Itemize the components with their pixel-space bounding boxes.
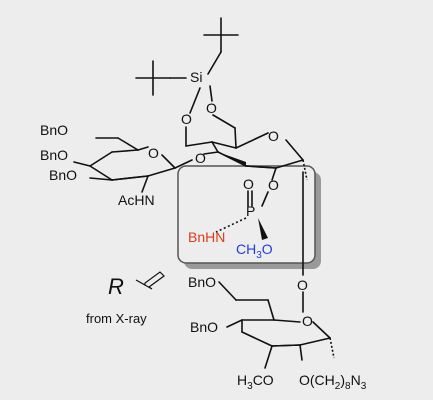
o-label: O bbox=[268, 177, 279, 193]
phosphoramidate: O P BnHN CH3O bbox=[188, 176, 273, 261]
stereo-source-label: from X-ray bbox=[86, 311, 147, 326]
hollow-arrow-icon bbox=[135, 271, 165, 290]
bno-label: BnO bbox=[49, 167, 77, 183]
stereo-descriptor-label: R bbox=[108, 274, 124, 299]
di-tert-butylsilylene-group: Si O O bbox=[135, 17, 239, 149]
left-sugar-ring: O BnO BnO BnO AcHN bbox=[40, 122, 193, 208]
o-label: O bbox=[181, 111, 192, 127]
si-label: Si bbox=[190, 69, 202, 85]
stereodescriptor: R from X-ray bbox=[86, 271, 165, 326]
ring-oxygen-label: O bbox=[148, 145, 159, 161]
o-label: O bbox=[206, 100, 217, 116]
methoxy-label-upper: CH3O bbox=[236, 241, 273, 261]
methoxy-label-lower: H3CO bbox=[237, 372, 274, 392]
ring-oxygen-label: O bbox=[268, 128, 279, 144]
central-sugar-ring: O O O bbox=[185, 128, 308, 276]
bno-label: BnO bbox=[40, 122, 68, 138]
glycosidic-oxygen-label: O bbox=[195, 150, 206, 166]
phosphoryl-oxygen-label: O bbox=[243, 176, 254, 192]
phosphorus-label: P bbox=[246, 203, 255, 219]
azido-linker-label: O(CH2)8N3 bbox=[299, 372, 367, 392]
bno-label: BnO bbox=[188, 274, 216, 290]
ring-oxygen-label: O bbox=[302, 313, 313, 329]
linker-oxygen-label: O bbox=[297, 277, 308, 293]
bno-label: BnO bbox=[40, 147, 68, 163]
bno-label: BnO bbox=[190, 319, 218, 335]
lower-sugar-ring: BnO O BnO O H3CO O(CH2)8N3 bbox=[188, 274, 367, 392]
phosphoramidate-highlight bbox=[177, 165, 321, 269]
acetamido-label: AcHN bbox=[118, 192, 155, 208]
benzylamino-label: BnHN bbox=[188, 229, 225, 245]
